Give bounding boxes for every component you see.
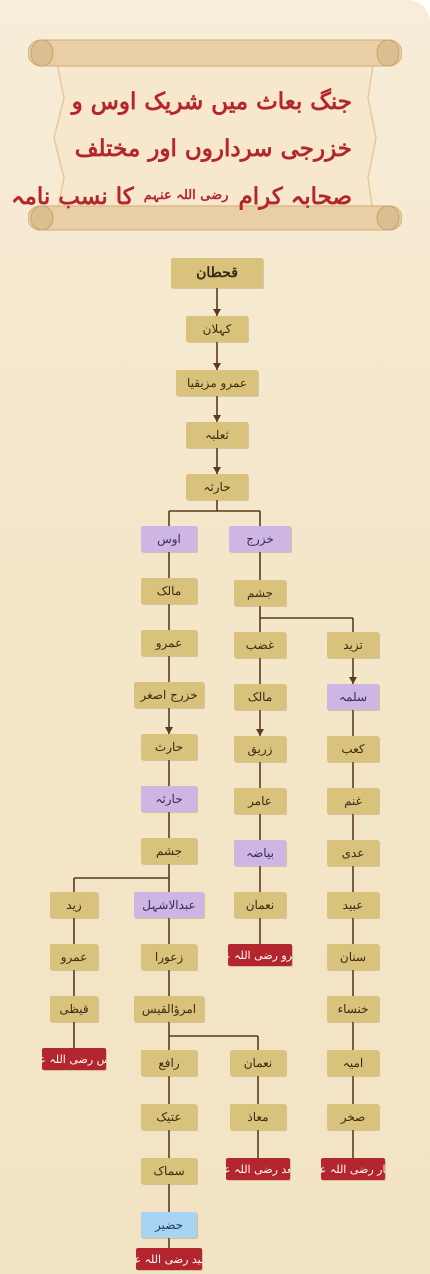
tree-node-tazid-6: خنساء <box>327 996 379 1022</box>
tree-node-trunk-1: کہلان <box>186 316 248 342</box>
tribe-bayadah: بیاضہ <box>234 840 286 866</box>
tribe-abdul-ashhal: عبدالاشہل <box>134 892 204 918</box>
down-arrow-icon <box>256 729 264 736</box>
down-arrow-icon <box>349 677 357 684</box>
down-arrow-icon <box>165 727 173 734</box>
tribe-aws: اوس <box>141 526 197 552</box>
tree-node-ghadab-4: عامر <box>234 788 286 814</box>
tree-node-aws-5: حارثہ <box>141 786 197 812</box>
down-arrow-icon <box>213 309 221 316</box>
companion-jabbar: جبار رضی اللہ عنہ <box>321 1158 385 1180</box>
tree-node-trunk-2: عمرو مزیقیا <box>176 370 258 396</box>
tree-node-aws-1: مالک <box>141 578 197 604</box>
down-arrow-icon <box>213 467 221 474</box>
tree-node-tazid-7: امیہ <box>327 1050 379 1076</box>
tree-node-tazid-2: غنم <box>327 788 379 814</box>
tree-node-aws-left-1: زید <box>50 892 98 918</box>
tree-node-root: قحطان <box>171 258 263 288</box>
tribe-khazraj: خزرج <box>229 526 291 552</box>
tree-node-rafi-1: رافع <box>141 1050 197 1076</box>
tree-node-aws-3: خزرج اصغر <box>134 682 204 708</box>
tree-node-khazraj-1: جشم <box>234 580 286 606</box>
tribe-salimah: سلمہ <box>327 684 379 710</box>
tree-node-trunk-3: ثعلبہ <box>186 422 248 448</box>
tree-node-hudair: حضیر <box>141 1212 197 1238</box>
tree-node-rafi-2: عتیک <box>141 1104 197 1130</box>
tree-node-aws-6: جشم <box>141 838 197 864</box>
tree-node-tazid-4: عبید <box>327 892 379 918</box>
tree-node-ashhal-1: زعورا <box>141 944 197 970</box>
tree-node-ashhal-2: امرؤالقیس <box>134 996 204 1022</box>
tree-node-rafi-3: سماک <box>141 1158 197 1184</box>
companion-amr: عمرو رضی اللہ عنہ <box>228 944 292 966</box>
tree-node-tazid-3: عدی <box>327 840 379 866</box>
tree-node-aws-left-3: قیظی <box>50 996 98 1022</box>
tree-node-tazid-1: کعب <box>327 736 379 762</box>
tree-node-tazid-8: صخر <box>327 1104 379 1130</box>
tree-node-tazid-5: سنان <box>327 944 379 970</box>
tree-node-aws-left-2: عمرو <box>50 944 98 970</box>
companion-saad: سعد رضی اللہ عنہ <box>226 1158 290 1180</box>
tree-node-numan-2: معاذ <box>230 1104 286 1130</box>
tree-node-aws-2: عمرو <box>141 630 197 656</box>
tree-node-aws-4: حارث <box>141 734 197 760</box>
tree-node-tazid: تزید <box>327 632 379 658</box>
companion-aws: اوس رضی اللہ عنہ <box>42 1048 106 1070</box>
tree-node-ghadab-2: مالک <box>234 684 286 710</box>
tree-node-numan-1: نعمان <box>230 1050 286 1076</box>
down-arrow-icon <box>213 363 221 370</box>
tree-node-trunk-4: حارثہ <box>186 474 248 500</box>
tree-node-bayadah-1: نعمان <box>234 892 286 918</box>
companion-usaid: اسید رضی اللہ عنہ <box>136 1248 202 1270</box>
tree-node-ghadab-1: غضب <box>234 632 286 658</box>
down-arrow-icon <box>213 415 221 422</box>
tree-node-ghadab-3: زریق <box>234 736 286 762</box>
